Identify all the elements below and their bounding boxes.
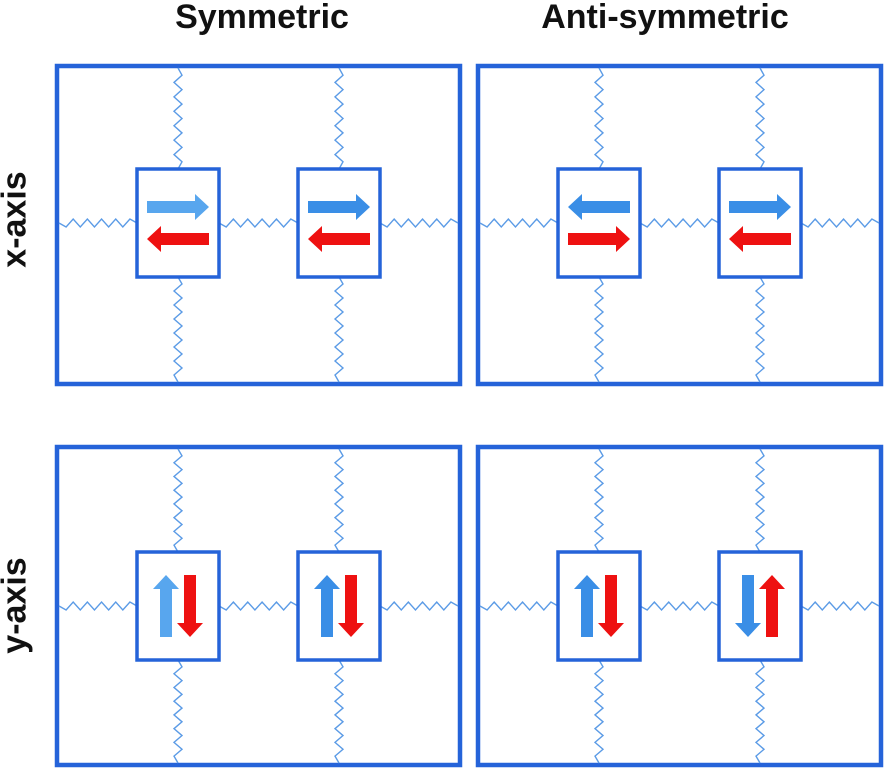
spring-right-x-anti-symmetric	[800, 217, 880, 229]
mass-box-y-symmetric-0	[135, 550, 221, 662]
spring-top-x-anti-symmetric-1	[754, 67, 766, 170]
panel-frame-y-anti-symmetric	[475, 444, 884, 768]
red-arrow-down-y-symmetric-0	[177, 575, 203, 637]
panel-frame-x-symmetric	[54, 63, 463, 387]
spring-right-y-symmetric	[379, 600, 459, 612]
panel-frame-x-anti-symmetric	[475, 63, 884, 387]
panel-frame-y-symmetric	[54, 444, 463, 768]
spring-left-x-symmetric	[58, 217, 138, 229]
red-arrow-up-y-anti-symmetric-1	[759, 575, 785, 637]
spring-bottom-x-anti-symmetric-0	[593, 276, 605, 383]
column-title-anti-symmetric: Anti-symmetric	[541, 0, 789, 36]
spring-left-x-anti-symmetric	[479, 217, 559, 229]
spring-top-y-symmetric-0	[172, 448, 184, 553]
spring-top-x-symmetric-1	[333, 67, 345, 170]
spring-bottom-x-anti-symmetric-1	[754, 276, 766, 383]
mass-box-x-anti-symmetric-0	[556, 167, 642, 279]
red-arrow-down-y-anti-symmetric-0	[598, 575, 624, 637]
mass-box-x-anti-symmetric-1	[717, 167, 803, 279]
red-arrow-down-y-symmetric-1	[338, 575, 364, 637]
mass-box-x-symmetric-0	[135, 167, 221, 279]
spring-top-y-anti-symmetric-1	[754, 448, 766, 553]
spring-left-y-anti-symmetric	[479, 600, 559, 612]
spring-top-y-anti-symmetric-0	[593, 448, 605, 553]
spring-right-y-anti-symmetric	[800, 600, 880, 612]
blue-arrow-right-x-symmetric-1	[308, 194, 370, 220]
mass-box-y-anti-symmetric-1	[717, 550, 803, 662]
spring-bottom-y-symmetric-0	[172, 659, 184, 764]
spring-left-y-symmetric	[58, 600, 138, 612]
blue-arrow-up-y-symmetric-0	[153, 575, 179, 637]
blue-arrow-right-x-symmetric-0	[147, 194, 209, 220]
blue-arrow-down-y-anti-symmetric-1	[735, 575, 761, 637]
spring-middle-x-symmetric	[218, 217, 299, 229]
spring-middle-y-symmetric	[218, 600, 299, 612]
spring-bottom-y-anti-symmetric-1	[754, 659, 766, 764]
spring-top-y-symmetric-1	[333, 448, 345, 553]
mass-box-y-anti-symmetric-0	[556, 550, 642, 662]
spring-right-x-symmetric	[379, 217, 459, 229]
mass-box-y-symmetric-1	[296, 550, 382, 662]
spring-middle-x-anti-symmetric	[639, 217, 720, 229]
blue-arrow-up-y-anti-symmetric-0	[574, 575, 600, 637]
column-title-symmetric: Symmetric	[175, 0, 349, 36]
red-arrow-left-x-symmetric-0	[147, 226, 209, 252]
blue-arrow-up-y-symmetric-1	[314, 575, 340, 637]
spring-bottom-y-anti-symmetric-0	[593, 659, 605, 764]
spring-bottom-y-symmetric-1	[333, 659, 345, 764]
red-arrow-left-x-symmetric-1	[308, 226, 370, 252]
blue-arrow-right-x-anti-symmetric-1	[729, 194, 791, 220]
spring-top-x-symmetric-0	[172, 67, 184, 170]
spring-bottom-x-symmetric-0	[172, 276, 184, 383]
red-arrow-right-x-anti-symmetric-0	[568, 226, 630, 252]
spring-middle-y-anti-symmetric	[639, 600, 720, 612]
spring-bottom-x-symmetric-1	[333, 276, 345, 383]
spring-top-x-anti-symmetric-0	[593, 67, 605, 170]
mass-box-x-symmetric-1	[296, 167, 382, 279]
red-arrow-left-x-anti-symmetric-1	[729, 226, 791, 252]
blue-arrow-left-x-anti-symmetric-0	[568, 194, 630, 220]
